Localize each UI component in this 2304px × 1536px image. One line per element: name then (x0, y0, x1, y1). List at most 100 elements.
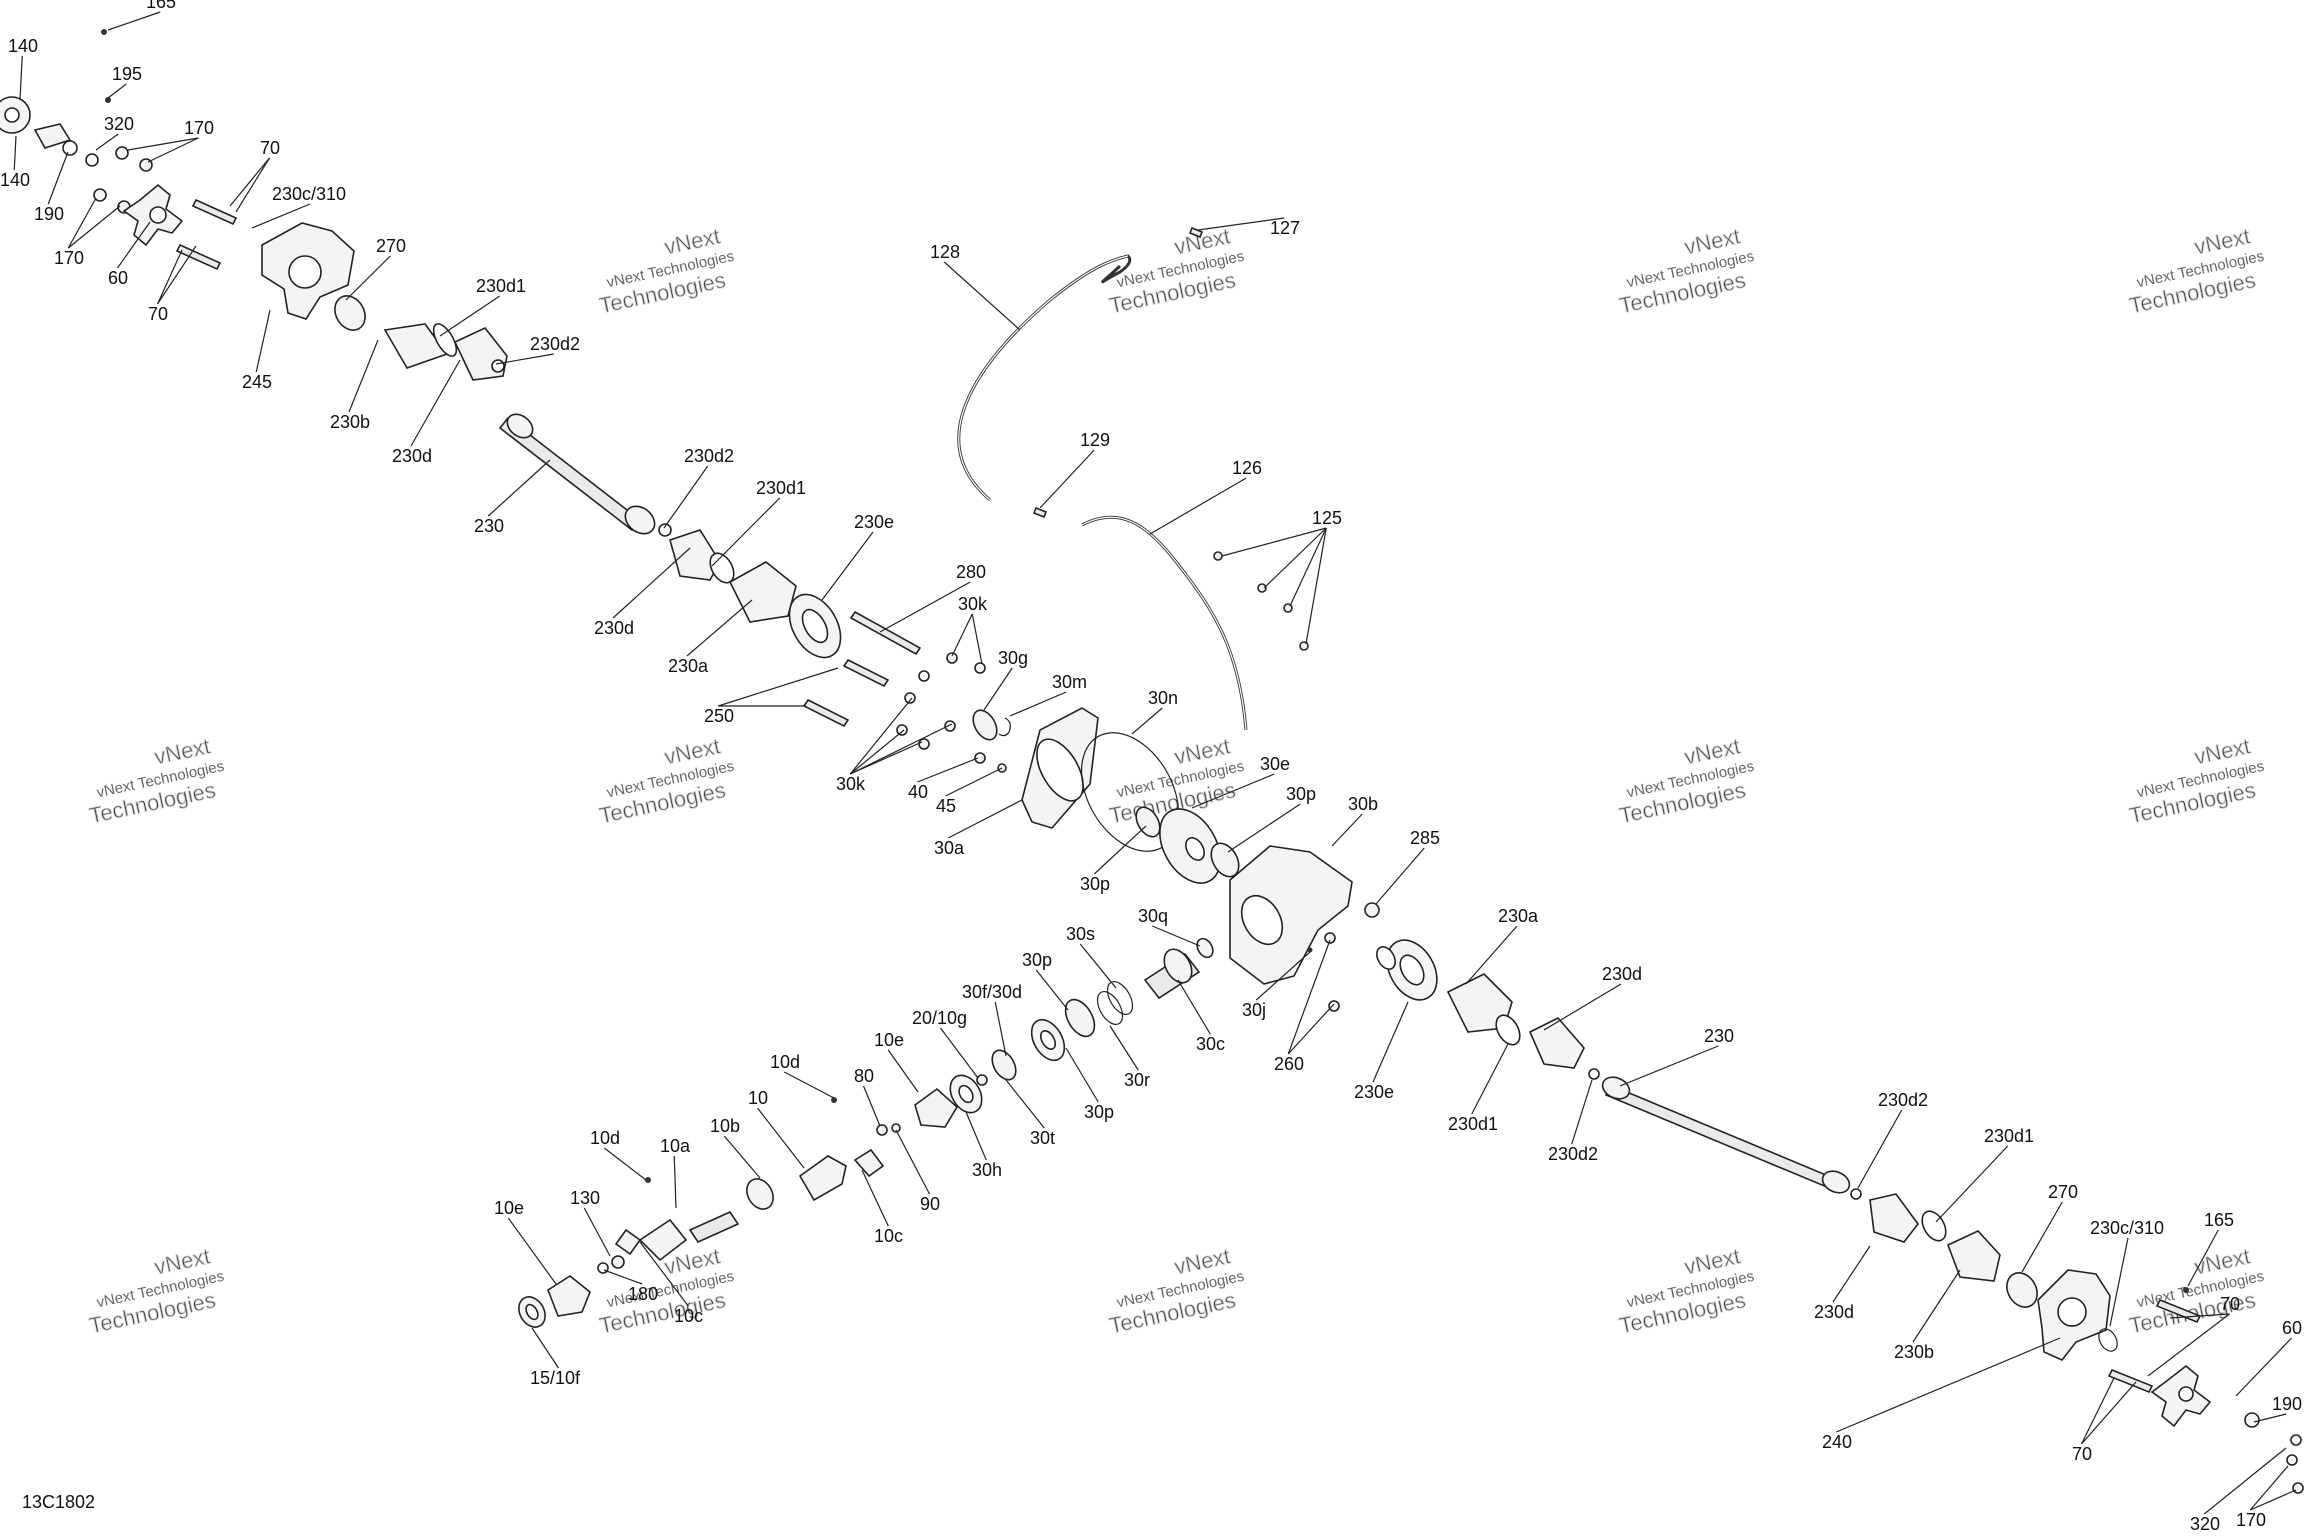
leader-line (1857, 1109, 1903, 1189)
yoke-10a (638, 1218, 688, 1262)
knuckle-245-bore (288, 255, 322, 289)
nut-170-lower-b (2292, 1482, 2304, 1494)
bolt-250-a (842, 658, 890, 688)
leader-line (1287, 939, 1331, 1055)
boot-230d-lower-b (1869, 1193, 1920, 1243)
leader-line (117, 221, 151, 269)
callout-label: 270 (376, 236, 406, 256)
callout-label: 30e (1260, 754, 1290, 774)
leader-line (1009, 691, 1067, 717)
shaft-spline-lower-b (1821, 1170, 1851, 1194)
callout-label: 30b (1348, 794, 1378, 814)
shaft-spline-lower (624, 505, 656, 535)
plug-285 (1364, 902, 1380, 918)
leader-line (940, 1027, 979, 1079)
leader-line (711, 497, 781, 567)
leader-line (994, 1001, 1007, 1057)
leader-line (1197, 217, 1285, 231)
leader-line (943, 261, 1021, 331)
leader-line (1935, 1145, 2009, 1223)
callout-label: 140 (8, 36, 38, 56)
seal-30g (972, 709, 998, 741)
yoke-10e-center (914, 1087, 959, 1128)
hub-60-lower-bore (2178, 1386, 2194, 1402)
leader-line (147, 137, 199, 163)
fitting-127 (1188, 226, 1204, 239)
housing-30b (1229, 845, 1353, 985)
leader-line (1543, 983, 1622, 1031)
callout-label: 240 (1822, 1432, 1852, 1452)
leader-line (583, 1207, 611, 1257)
leader-line (107, 83, 127, 99)
callout-label: 30k (836, 774, 866, 794)
knuckle-240-bore (2057, 1297, 2087, 1327)
leader-line (157, 245, 197, 305)
leader-line (887, 1049, 919, 1093)
seal-15-10f-bore (525, 1303, 539, 1321)
leader-line (107, 11, 161, 31)
leader-line (945, 767, 1003, 797)
shaft-10a (688, 1210, 740, 1244)
callout-label: 230e (854, 512, 894, 532)
leader-line (495, 353, 554, 365)
leader-line (757, 1107, 805, 1169)
callout-label: 230e (1354, 1082, 1394, 1102)
leader-line (612, 547, 691, 619)
leader-line (1571, 1079, 1593, 1145)
grease-fitting-10d-b (645, 1177, 651, 1183)
callout-label: 129 (1080, 430, 1110, 450)
leader-line (849, 729, 905, 775)
callout-label: 10d (590, 1128, 620, 1148)
leader-line (1005, 1079, 1045, 1129)
callout-label: 20/10g (912, 1008, 967, 1028)
fitting-165-lower (2183, 1287, 2189, 1293)
leader-line (723, 1135, 761, 1179)
leader-line (861, 1169, 889, 1227)
leader-line (127, 137, 199, 151)
callout-label: 80 (854, 1066, 874, 1086)
leader-line (156, 249, 183, 305)
callout-label: 140 (0, 170, 30, 190)
leader-line (1152, 925, 1201, 947)
leader-line (1465, 925, 1518, 985)
hub-bore-left (4, 107, 20, 123)
callout-label: 230d1 (1448, 1114, 1498, 1134)
pinion-30c-gear (1163, 948, 1193, 984)
leader-line (2253, 1413, 2287, 1423)
callout-label: 125 (1312, 508, 1342, 528)
callout-label: 70 (2220, 1294, 2240, 1314)
callout-label: 30m (1052, 672, 1087, 692)
cover-30a-center (1036, 738, 1084, 802)
callout-label: 30t (1030, 1128, 1055, 1148)
clip-125-d (1299, 641, 1309, 651)
bolt-260-b (1328, 1000, 1340, 1012)
leader-line (1079, 943, 1117, 989)
callout-label: 230d (1602, 964, 1642, 984)
leader-line (686, 599, 753, 657)
stud-70-lower-b (2107, 1368, 2154, 1394)
clamp-230d1 (432, 323, 458, 357)
clamp-230d2-lower (1588, 1068, 1600, 1080)
ring-230e-lower (1376, 946, 1396, 970)
callout-label: 230b (330, 412, 370, 432)
halfshaft-230-upper (498, 416, 642, 532)
callout-label: 10a (660, 1136, 691, 1156)
callout-label: 190 (34, 204, 64, 224)
ring-30q (1196, 937, 1214, 959)
leader-line (255, 309, 271, 373)
leader-line (1912, 1269, 1961, 1343)
leader-line (1836, 1337, 2061, 1433)
callout-label: 230d2 (684, 446, 734, 466)
leader-line (1305, 527, 1327, 645)
leader-line (983, 667, 1013, 711)
bolt-30k-a (946, 652, 958, 664)
leader-line (1372, 1001, 1409, 1083)
callout-label: 230d2 (1878, 1090, 1928, 1110)
clip-30m (998, 717, 1011, 737)
grease-fitting-10d-a (831, 1097, 837, 1103)
cables (101, 29, 1309, 731)
